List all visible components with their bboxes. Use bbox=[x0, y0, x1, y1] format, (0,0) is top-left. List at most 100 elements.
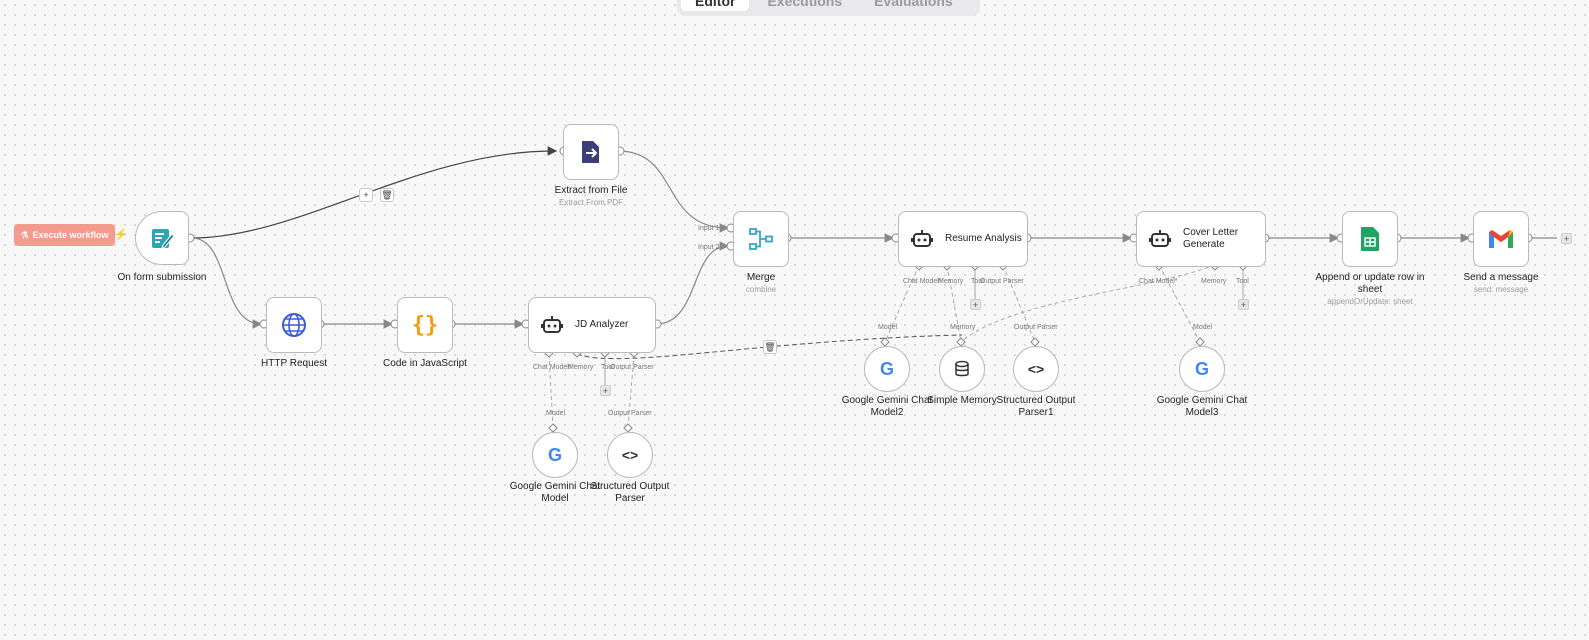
cover-letter-title-line2: Generate bbox=[1183, 239, 1225, 250]
port-cover-tool: Tool bbox=[1236, 278, 1249, 285]
robot-icon bbox=[541, 316, 563, 333]
label-parser1-line2: Parser bbox=[615, 493, 645, 504]
label-gemini3-line1: Google Gemini Chat bbox=[1156, 395, 1248, 406]
label-gemini1-line1: Google Gemini Chat bbox=[509, 481, 601, 492]
label-memory: Simple Memory bbox=[892, 395, 1032, 407]
subtitle-extract-from-file: Extract From PDF bbox=[558, 198, 623, 207]
label-gemini1-line2: Model bbox=[541, 493, 569, 504]
merge-input1-label: Input 1 bbox=[698, 225, 720, 232]
database-icon bbox=[955, 360, 969, 377]
braces-icon: {} bbox=[411, 312, 439, 338]
flask-icon: ⚗ bbox=[20, 229, 29, 240]
subtitle-merge: combine bbox=[745, 285, 777, 294]
label-gmail: Send a message bbox=[1463, 272, 1539, 283]
execute-workflow-label: Execute workflow bbox=[32, 230, 109, 240]
google-icon: G bbox=[1194, 358, 1209, 379]
subport-gemini2: Model bbox=[878, 324, 898, 331]
add-tool-button[interactable]: + bbox=[600, 385, 611, 396]
edge-form-extract bbox=[191, 146, 558, 239]
top-tabs: Editor Executions Evaluations bbox=[677, 0, 980, 16]
resume-analysis-title: Resume Analysis bbox=[945, 233, 1022, 244]
delete-edge-button[interactable]: 🗑 bbox=[380, 188, 394, 202]
file-export-icon bbox=[582, 141, 599, 163]
node-code[interactable]: {} bbox=[397, 297, 453, 353]
port-jd-chat-model: Chat Model* bbox=[533, 364, 572, 371]
add-resume-tool-button[interactable]: + bbox=[970, 299, 981, 310]
google-icon: G bbox=[547, 444, 562, 465]
robot-icon bbox=[911, 230, 933, 247]
tab-editor[interactable]: Editor bbox=[681, 0, 750, 11]
label-parser2-line1: Structured Output bbox=[996, 395, 1076, 406]
google-icon: G bbox=[879, 358, 894, 379]
node-jd-analyzer[interactable]: JD Analyzer bbox=[528, 297, 656, 353]
globe-icon bbox=[282, 313, 306, 337]
port-resume-output-parser: Output Parser bbox=[980, 278, 1024, 285]
subport-gemini1: Model bbox=[546, 410, 566, 417]
node-structured-output-parser[interactable]: <> bbox=[607, 432, 653, 478]
node-gemini-chat-model[interactable]: G bbox=[532, 432, 578, 478]
port-resume-memory: Memory bbox=[938, 278, 964, 285]
subtitle-gmail: send: message bbox=[1473, 285, 1529, 294]
add-node-on-edge-button[interactable]: + bbox=[359, 188, 373, 202]
port-jd-memory: Memory bbox=[568, 364, 594, 371]
label-extract-from-file: Extract from File bbox=[554, 185, 628, 196]
label-parser2: Structured Output Parser1 bbox=[966, 395, 1106, 419]
node-gmail[interactable] bbox=[1473, 211, 1529, 267]
label-memory-line1: Simple Memory bbox=[927, 395, 997, 406]
node-extract-from-file[interactable] bbox=[563, 124, 619, 180]
edge-extract-merge bbox=[617, 150, 730, 233]
cover-letter-title: Cover Letter Generate bbox=[1183, 227, 1238, 251]
node-simple-memory[interactable] bbox=[939, 346, 985, 392]
jd-analyzer-title: JD Analyzer bbox=[575, 319, 629, 330]
subport-gemini3: Model bbox=[1193, 324, 1213, 331]
add-cover-tool-button[interactable]: + bbox=[1238, 299, 1249, 310]
node-gemini-chat-model3[interactable]: G bbox=[1179, 346, 1225, 392]
add-next-node-button[interactable]: + bbox=[1561, 233, 1572, 244]
node-structured-output-parser1[interactable]: <> bbox=[1013, 346, 1059, 392]
label-parser1-line1: Structured Output bbox=[590, 481, 670, 492]
label-gemini1: Google Gemini Chat Model bbox=[485, 481, 625, 505]
edge-form-http bbox=[191, 237, 263, 329]
google-sheets-icon bbox=[1361, 227, 1379, 251]
label-parser1: Structured Output Parser bbox=[560, 481, 700, 505]
port-cover-chat-model: Chat Model* bbox=[1139, 278, 1178, 285]
label-google-sheets: Append or update row in sheet bbox=[1300, 272, 1440, 296]
node-google-sheets[interactable] bbox=[1342, 211, 1398, 267]
tab-evaluations[interactable]: Evaluations bbox=[874, 0, 953, 9]
tab-executions[interactable]: Executions bbox=[767, 0, 843, 9]
subport-parser2: Output Parser bbox=[1014, 324, 1058, 331]
edge-jd-merge bbox=[655, 241, 730, 325]
node-resume-analysis[interactable]: Resume Analysis bbox=[898, 211, 1028, 267]
robot-icon bbox=[1149, 230, 1171, 247]
lightning-icon: ⚡ bbox=[114, 229, 128, 241]
label-gemini3: Google Gemini Chat Model3 bbox=[1132, 395, 1272, 419]
code-brackets-icon: <> bbox=[1027, 361, 1045, 377]
execute-workflow-button[interactable]: ⚗ Execute workflow bbox=[14, 224, 115, 246]
port-resume-chat-model: Chat Model* bbox=[903, 278, 942, 285]
node-merge[interactable] bbox=[733, 211, 789, 267]
label-gemini2-line2: Model2 bbox=[870, 407, 904, 418]
port-jd-tool: Tool bbox=[601, 364, 614, 371]
gmail-icon bbox=[1489, 230, 1513, 248]
node-form-trigger[interactable] bbox=[135, 211, 189, 265]
label-parser2-line2: Parser1 bbox=[1018, 407, 1054, 418]
port-jd-output-parser: Output Parser bbox=[610, 364, 654, 371]
node-gemini-chat-model2[interactable]: G bbox=[864, 346, 910, 392]
delete-memory-edge-button[interactable]: 🗑 bbox=[763, 340, 777, 354]
label-merge: Merge bbox=[746, 272, 776, 283]
subport-parser1: Output Parser bbox=[608, 410, 652, 417]
node-cover-letter-generate[interactable]: Cover Letter Generate bbox=[1136, 211, 1266, 267]
subtitle-google-sheets: appendOrUpdate: sheet bbox=[1327, 297, 1413, 306]
cover-letter-title-line1: Cover Letter bbox=[1183, 227, 1239, 238]
label-sheets-line2: sheet bbox=[1357, 284, 1383, 295]
code-brackets-icon: <> bbox=[621, 447, 639, 463]
port-resume-tool: Tool bbox=[971, 278, 984, 285]
merge-input2-label: Input 2 bbox=[698, 244, 720, 251]
form-icon bbox=[152, 229, 175, 249]
node-http-request[interactable] bbox=[266, 297, 322, 353]
label-gemini2-line1: Google Gemini Chat bbox=[841, 395, 933, 406]
label-sheets-line1: Append or update row in bbox=[1315, 272, 1425, 283]
label-form-trigger: On form submission bbox=[117, 272, 207, 283]
